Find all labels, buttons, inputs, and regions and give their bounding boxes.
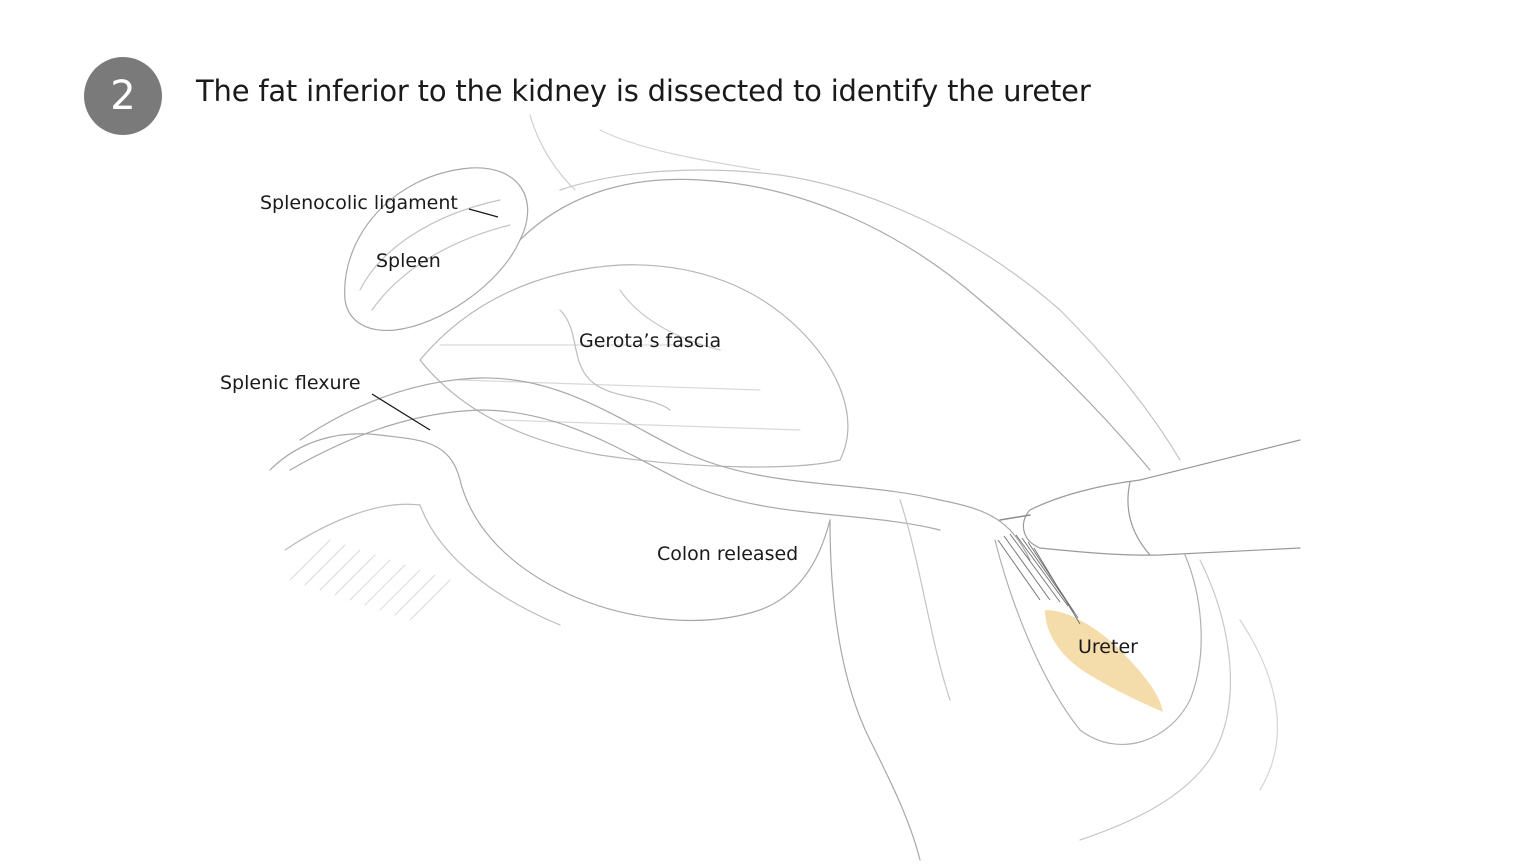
spleen-outline	[344, 167, 529, 332]
ureter-highlight	[1045, 610, 1163, 712]
label-spleen: Spleen	[376, 250, 441, 272]
splenic-flexure-leader	[371, 393, 431, 431]
label-splenic-flexure: Splenic flexure	[220, 372, 361, 394]
retractor-instrument	[1029, 439, 1301, 511]
label-splenocolic-ligament: Splenocolic ligament	[260, 192, 458, 214]
label-ureter: Ureter	[1078, 636, 1138, 658]
gerotas-fascia-outline	[419, 264, 849, 468]
page-title: The fat inferior to the kidney is dissec…	[196, 74, 1091, 108]
label-gerotas-fascia: Gerota’s fascia	[579, 330, 722, 352]
label-colon-released: Colon released	[657, 543, 799, 565]
colon-outline	[299, 377, 1031, 561]
splenocolic-ligament-leader	[468, 208, 499, 218]
step-number-badge: 2	[84, 57, 162, 135]
